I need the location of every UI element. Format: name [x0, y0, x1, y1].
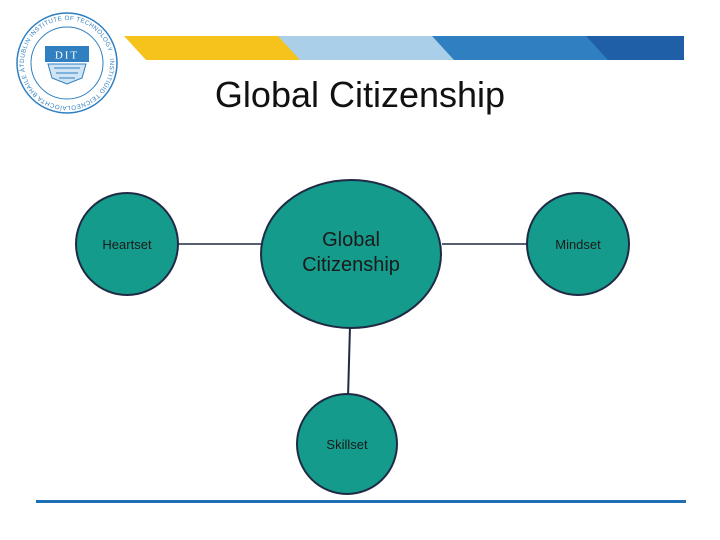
header-banner — [124, 36, 684, 60]
mindset-node — [526, 192, 630, 296]
heartset-label: Heartset — [102, 237, 152, 252]
banner-blue-stripe — [432, 36, 632, 60]
heartset-node — [75, 192, 179, 296]
banner-dark-blue-stripe — [586, 36, 684, 60]
slide-title: Global Citizenship — [214, 74, 506, 115]
banner-light-blue-stripe — [278, 36, 476, 60]
footer-rule — [36, 500, 686, 503]
banner-yellow-stripe — [124, 36, 322, 60]
global-citizenship-label: Global Citizenship — [302, 229, 400, 276]
mindset-label: Mindset — [555, 237, 601, 252]
connector-bottom — [347, 325, 351, 399]
skillset-node — [296, 393, 398, 495]
dit-crest-icon: DIT — [45, 46, 89, 85]
dit-logo: DUBLIN INSTITUTE OF TECHNOLOGY · INSTITI… — [12, 8, 118, 114]
global-citizenship-node — [260, 179, 442, 329]
logo-text: DIT — [55, 50, 79, 62]
skillset-label: Skillset — [326, 437, 368, 452]
